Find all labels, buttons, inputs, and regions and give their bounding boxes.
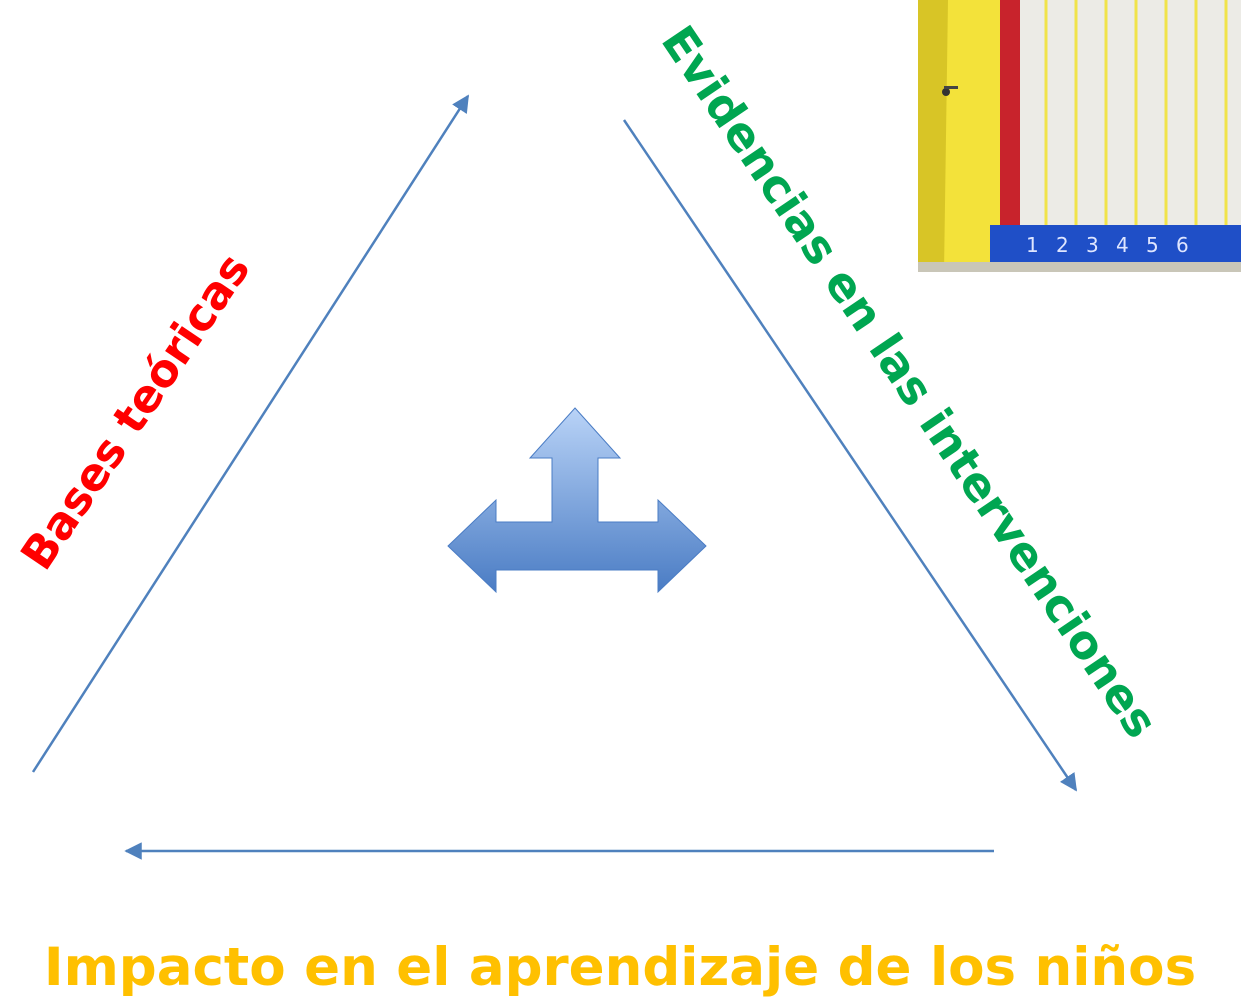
bottom-label: Impacto en el aprendizaje de los niños <box>44 937 1196 998</box>
photo-number: 1 <box>1026 233 1039 257</box>
right-arrow <box>622 119 1078 792</box>
tee-arrow-icon <box>447 407 707 594</box>
chart-photo: 1 2 3 4 5 6 <box>918 0 1241 272</box>
photo-number: 6 <box>1176 233 1189 257</box>
photo-number: 5 <box>1146 233 1159 257</box>
photo-number: 3 <box>1086 233 1099 257</box>
photo-number: 4 <box>1116 233 1129 257</box>
left-label: Bases teóricas <box>10 244 260 579</box>
left-arrow <box>31 94 470 773</box>
photo-number: 2 <box>1056 233 1069 257</box>
